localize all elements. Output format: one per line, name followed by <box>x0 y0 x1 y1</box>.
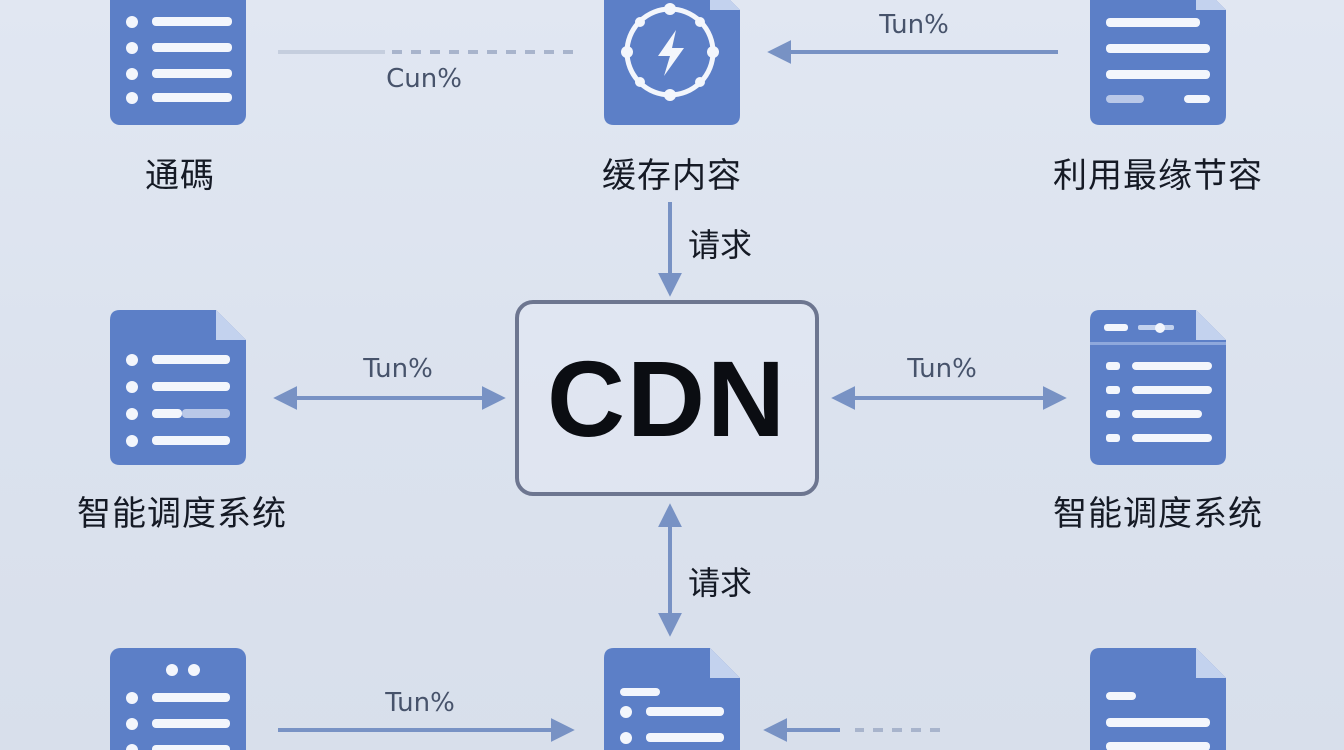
node-label-top-right: 利用最缘节容 <box>1053 156 1263 196</box>
list-document-icon <box>604 648 740 750</box>
node-label-mid-right: 智能调度系统 <box>1053 494 1263 534</box>
node-label-mid-left: 智能调度系统 <box>77 494 287 534</box>
edge-label-top-to-cdn: 请求 <box>688 226 753 264</box>
list-document-icon <box>110 310 246 465</box>
text-document-icon <box>1090 0 1226 125</box>
edge-label-left-cdn: Tun% <box>363 354 433 384</box>
edge-label-bottom-left-center: Tun% <box>385 688 455 718</box>
cdn-label: CDN <box>547 337 787 459</box>
node-label-top-left: 通碼 <box>145 156 215 196</box>
edge-label-top-left-center: Cun% <box>386 64 462 94</box>
edge-label-top-right-center: Tun% <box>879 10 949 40</box>
cache-document-icon <box>604 0 740 125</box>
list-document-icon <box>110 648 246 750</box>
cdn-node: CDN <box>515 300 819 496</box>
list-document-icon <box>110 0 246 125</box>
node-label-top-center: 缓存内容 <box>602 156 742 196</box>
edge-label-right-cdn: Tun% <box>907 354 977 384</box>
browser-document-icon <box>1090 310 1226 465</box>
text-document-icon <box>1090 648 1226 750</box>
edge-label-cdn-to-bottom: 请求 <box>688 564 753 602</box>
